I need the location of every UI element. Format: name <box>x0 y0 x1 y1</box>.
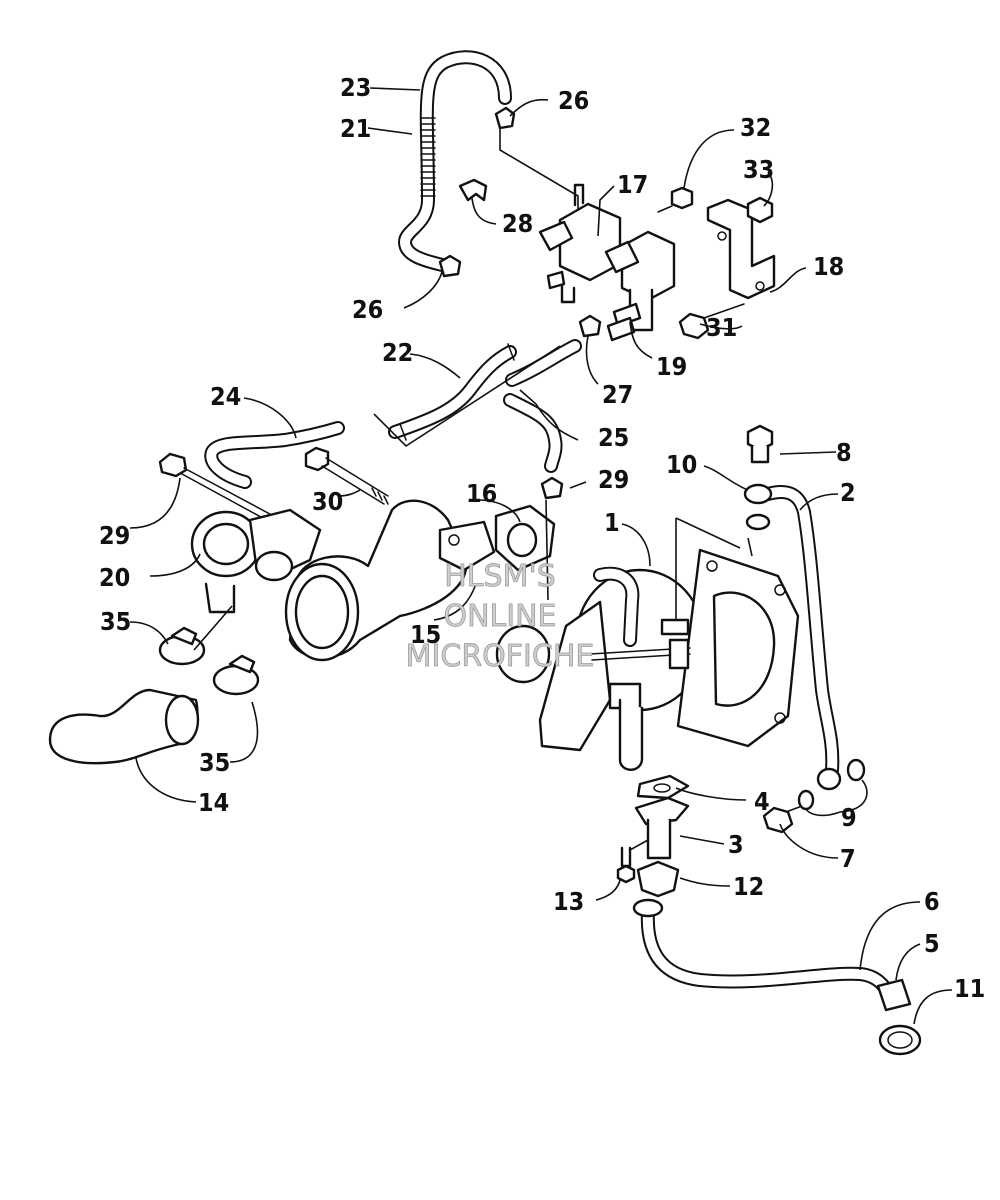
clamp-26-upper <box>494 106 516 130</box>
hose-spring-21 <box>420 117 436 197</box>
bolt-32 <box>678 303 745 340</box>
clamp-28 <box>578 314 602 338</box>
part-drawings <box>48 50 922 1056</box>
bracket-18 <box>706 198 776 300</box>
callout-30: 29 <box>99 521 130 550</box>
watermark-line-3: MICROFICHE <box>406 639 595 674</box>
intake-elbow-15 <box>284 499 496 662</box>
bolt-33 <box>657 186 694 213</box>
washer-9-a <box>797 789 815 811</box>
callout-11: 11 <box>954 974 985 1003</box>
drain-fitting-3 <box>634 796 690 860</box>
turbocharger-1 <box>495 548 800 771</box>
callout-26-lower: 26 <box>352 295 383 324</box>
callout-2: 2 <box>840 478 856 507</box>
callout-23: 23 <box>340 73 371 102</box>
vacuum-hose-22 <box>388 339 582 441</box>
callout-18: 18 <box>813 252 844 281</box>
callout-12: 12 <box>733 872 764 901</box>
callout-24: 24 <box>210 382 241 411</box>
washer-10-upper <box>743 483 773 505</box>
callout-22: 22 <box>382 338 413 367</box>
callout-27: 29 <box>598 465 629 494</box>
banjo-bolt-8 <box>746 424 774 464</box>
clamp-27 <box>540 476 564 500</box>
callout-34: 33 <box>743 155 774 184</box>
intake-boot-14 <box>48 688 200 765</box>
solenoid-valve-17 <box>538 183 622 304</box>
callout-16: 16 <box>466 479 497 508</box>
callout-19: 19 <box>656 352 687 381</box>
callout-9: 9 <box>841 803 857 832</box>
callout-21: 21 <box>340 114 371 143</box>
vacuum-hose-25 <box>503 393 563 473</box>
leader-lines <box>129 87 953 1025</box>
oil-line-2 <box>761 485 842 791</box>
clamp-26-lower <box>438 254 462 278</box>
clip-29 <box>458 178 488 202</box>
oil-return-hose-6 <box>632 898 897 1007</box>
callout-10: 10 <box>666 450 697 479</box>
vacuum-hose-24 <box>204 421 345 489</box>
gasket-16 <box>494 504 556 572</box>
callout-20: 20 <box>99 563 130 592</box>
callout-4: 4 <box>754 787 770 816</box>
callout-35-left: 35 <box>100 607 131 636</box>
callout-25: 25 <box>598 423 629 452</box>
washer-10-lower <box>745 513 771 531</box>
callout-31: 30 <box>312 487 343 516</box>
watermark-line-1: HLSM'S <box>444 559 556 594</box>
callout-35-right: 35 <box>199 748 230 777</box>
screw-13 <box>616 846 636 884</box>
stud-31 <box>304 446 389 505</box>
callout-6: 6 <box>924 887 940 916</box>
hose-clamp-35-right <box>212 654 260 696</box>
hose-end-5 <box>876 978 912 1012</box>
callout-26-upper: 26 <box>558 86 589 115</box>
callout-5: 5 <box>924 929 940 958</box>
callout-13: 13 <box>553 887 584 916</box>
bypass-valve-20 <box>190 508 322 614</box>
hose-clamp-35-left <box>158 626 206 666</box>
callout-3: 3 <box>728 830 744 859</box>
clamp-11 <box>878 1024 922 1056</box>
callout-33: 32 <box>740 113 771 142</box>
callout-7: 7 <box>840 844 856 873</box>
callout-28: 27 <box>602 380 633 409</box>
clip-12 <box>636 860 680 898</box>
watermark: HLSM'S ONLINE MICROFICHE <box>405 559 595 675</box>
watermark-line-2: ONLINE <box>443 599 556 634</box>
callout-1: 1 <box>604 508 620 537</box>
callout-32: 31 <box>706 313 737 342</box>
washer-9-b <box>846 758 866 782</box>
gasket-4 <box>636 774 690 800</box>
banjo-bolt-7 <box>762 805 803 834</box>
callout-15: 15 <box>410 620 441 649</box>
vacuum-hose-23 <box>398 50 512 273</box>
callout-14: 14 <box>198 788 229 817</box>
solenoid-valve-19 <box>604 230 676 342</box>
callout-29: 28 <box>502 209 533 238</box>
callout-17: 17 <box>617 170 648 199</box>
callout-labels: 23 21 26 32 33 17 28 18 26 31 22 19 27 2… <box>99 73 985 1003</box>
callout-8: 8 <box>836 438 852 467</box>
